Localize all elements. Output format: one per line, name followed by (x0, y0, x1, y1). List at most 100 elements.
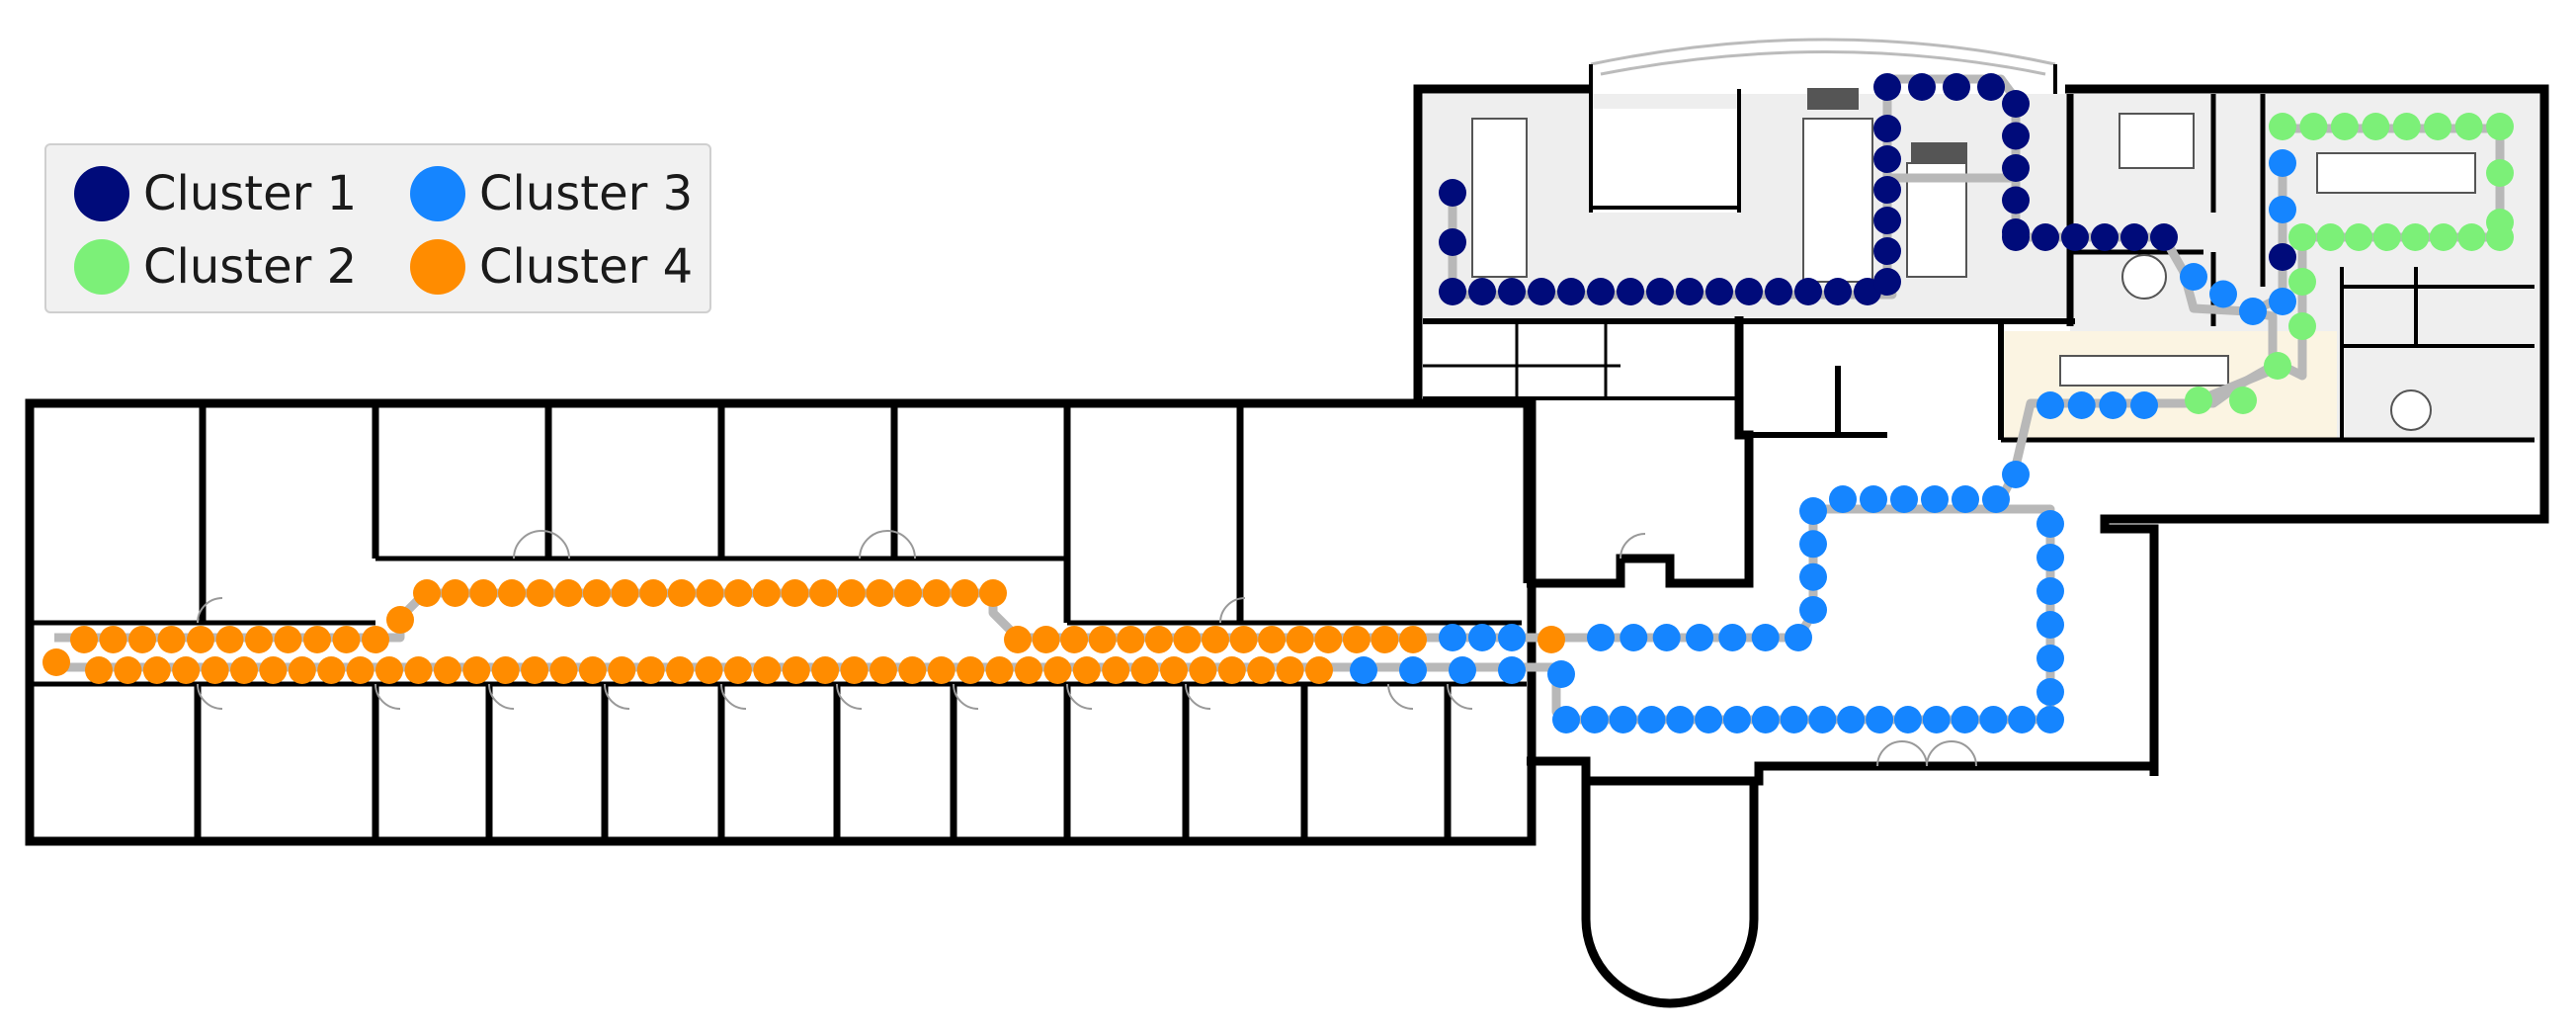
sample-point-cluster-4 (114, 656, 142, 684)
sample-point-cluster-3 (1829, 485, 1857, 513)
sample-point-cluster-4 (42, 648, 70, 676)
sample-point-cluster-4 (781, 579, 809, 607)
sample-point-cluster-2 (2299, 113, 2328, 140)
sample-point-cluster-3 (1921, 485, 1949, 513)
sample-point-cluster-2 (2372, 223, 2401, 251)
sample-point-cluster-4 (695, 656, 723, 684)
sample-point-cluster-3 (1951, 706, 1979, 733)
sample-point-cluster-3 (2180, 263, 2207, 291)
sample-point-cluster-1 (1873, 145, 1901, 173)
legend-swatch (74, 166, 129, 221)
sample-point-cluster-3 (2036, 706, 2064, 733)
sample-point-cluster-3 (1686, 624, 1713, 651)
central-hall-outline (1527, 316, 1754, 588)
sample-point-cluster-4 (724, 579, 753, 607)
sample-point-cluster-4 (1060, 626, 1089, 653)
sample-point-cluster-1 (2120, 223, 2148, 251)
east-wing-outline (1413, 84, 1591, 403)
sample-point-cluster-1 (1824, 278, 1852, 305)
kitchen-counter (2059, 355, 2229, 387)
sample-point-cluster-1 (2091, 223, 2119, 251)
sample-point-cluster-1 (2002, 223, 2030, 251)
sample-point-cluster-1 (2002, 90, 2030, 118)
sample-point-cluster-4 (433, 656, 461, 684)
desk-block-2 (1802, 118, 1873, 283)
legend-label: Cluster 1 (143, 166, 358, 221)
sample-point-cluster-3 (1439, 624, 1466, 651)
sample-point-cluster-1 (1439, 228, 1466, 256)
sample-point-cluster-3 (2269, 196, 2296, 223)
sample-point-cluster-3 (1609, 706, 1637, 733)
east-wing-top (2065, 84, 2549, 94)
sample-point-cluster-3 (2008, 706, 2036, 733)
sample-point-cluster-4 (498, 579, 526, 607)
sample-point-cluster-1 (2002, 122, 2030, 150)
sample-point-cluster-2 (2330, 113, 2359, 140)
sample-point-cluster-2 (2401, 223, 2430, 251)
sample-point-cluster-2 (2392, 113, 2421, 140)
sample-point-cluster-2 (2288, 312, 2316, 340)
sample-point-cluster-3 (1837, 706, 1866, 733)
sample-point-cluster-3 (2036, 577, 2064, 605)
round-table-2 (2390, 389, 2432, 431)
sample-point-cluster-3 (1890, 485, 1918, 513)
legend-swatch (410, 239, 465, 295)
sample-point-cluster-2 (2345, 223, 2373, 251)
atrium-void (1591, 109, 1739, 213)
sample-point-cluster-3 (1893, 706, 1922, 733)
conference-table (2316, 152, 2476, 194)
sample-point-cluster-3 (1799, 562, 1827, 591)
sample-point-cluster-4 (869, 656, 897, 684)
sample-point-cluster-3 (2036, 611, 2064, 639)
sample-point-cluster-4 (413, 579, 441, 607)
sample-point-cluster-4 (636, 656, 665, 684)
sample-point-cluster-1 (1676, 278, 1703, 305)
sample-point-cluster-4 (85, 656, 113, 684)
sample-point-cluster-4 (554, 579, 583, 607)
sample-point-cluster-4 (1130, 656, 1159, 684)
sample-point-cluster-4 (927, 656, 956, 684)
sample-point-cluster-3 (1399, 656, 1427, 684)
sample-point-cluster-4 (1160, 656, 1188, 684)
sample-point-cluster-3 (1799, 530, 1827, 559)
round-table (2121, 254, 2167, 300)
sample-point-cluster-1 (1528, 278, 1555, 305)
sample-point-cluster-4 (1043, 656, 1072, 684)
sample-point-cluster-4 (753, 656, 782, 684)
sample-point-cluster-4 (215, 626, 244, 653)
sample-point-cluster-1 (1646, 278, 1674, 305)
sample-point-cluster-4 (521, 656, 549, 684)
sample-point-cluster-1 (1735, 278, 1763, 305)
sample-point-cluster-1 (1873, 115, 1901, 142)
sample-point-cluster-1 (2061, 223, 2089, 251)
sample-point-cluster-3 (1666, 706, 1695, 733)
sample-point-cluster-2 (2457, 223, 2486, 251)
sample-point-cluster-4 (1217, 656, 1246, 684)
sample-point-cluster-4 (811, 656, 840, 684)
sample-point-cluster-1 (2002, 186, 2030, 215)
sample-point-cluster-4 (898, 656, 927, 684)
sample-point-cluster-1 (1439, 278, 1466, 305)
sample-point-cluster-3 (1468, 624, 1496, 651)
sample-point-cluster-4 (608, 656, 636, 684)
sample-point-cluster-4 (317, 656, 346, 684)
sample-point-cluster-4 (1032, 626, 1060, 653)
sample-point-cluster-4 (375, 656, 403, 684)
sample-point-cluster-1 (2150, 223, 2178, 251)
sample-point-cluster-4 (1229, 626, 1258, 653)
sample-point-cluster-1 (2269, 243, 2296, 271)
legend-item-cluster-2: Cluster 2 (74, 232, 357, 302)
sample-point-cluster-3 (1866, 706, 1894, 733)
walls (25, 84, 2549, 1008)
sample-point-cluster-3 (1751, 706, 1780, 733)
sample-point-cluster-3 (1922, 706, 1951, 733)
sample-point-cluster-4 (1258, 626, 1287, 653)
sample-point-cluster-2 (2264, 352, 2291, 380)
sample-point-cluster-3 (1449, 656, 1476, 684)
sample-point-cluster-1 (1557, 278, 1585, 305)
sample-point-cluster-3 (1350, 656, 1377, 684)
sample-point-cluster-1 (1794, 278, 1822, 305)
sample-point-cluster-4 (1189, 656, 1217, 684)
sample-point-cluster-1 (1873, 176, 1901, 204)
sample-point-cluster-4 (404, 656, 433, 684)
